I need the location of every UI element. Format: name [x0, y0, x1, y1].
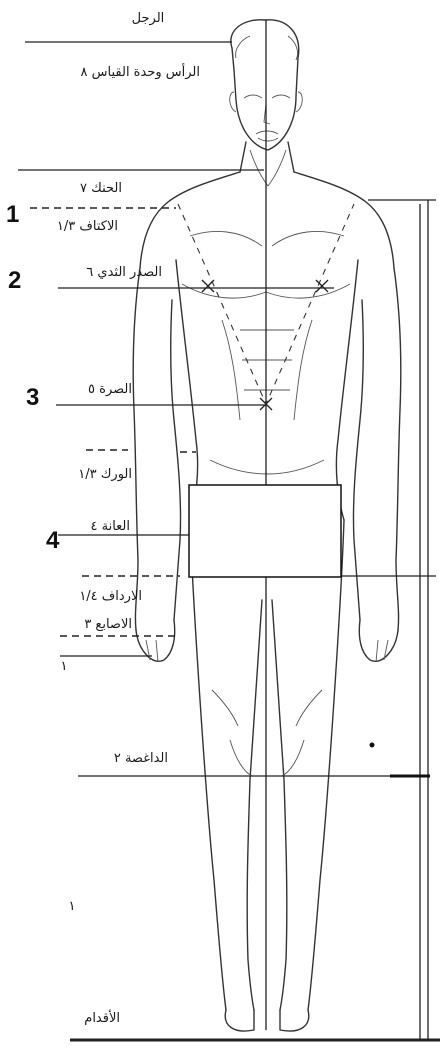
level-lines [18, 42, 390, 776]
label-pubis: العانة ٤ [90, 519, 130, 534]
label-feet: الأقدام [84, 1009, 120, 1026]
label-chin: الحنك ٧ [80, 181, 122, 196]
label-chest: الصدر الثدي ٦ [86, 265, 162, 280]
measurement-labels: الرجل الرأس وحدة القياس ٨ الحنك ٧ الاكتا… [57, 11, 200, 1026]
label-one-lower: ١ [69, 899, 76, 914]
numbered-markers: 1 2 3 4 [6, 201, 60, 554]
label-buttocks: الارداف ١/٤ [79, 589, 142, 604]
marker-4: 4 [46, 527, 60, 554]
label-fingers: الاصابع ٣ [84, 617, 132, 632]
label-navel: الصرة ٥ [88, 382, 132, 397]
chest-marks [202, 280, 328, 410]
label-one: ١ [61, 659, 68, 674]
label-head: الرأس وحدة القياس ٨ [81, 63, 200, 80]
label-hip: الورك ١/٣ [78, 467, 132, 482]
label-man: الرجل [132, 11, 165, 26]
marker-3: 3 [26, 384, 39, 411]
label-knee: الداغصة ٢ [114, 751, 168, 766]
marker-2: 2 [8, 267, 21, 294]
label-shoulders: الاكتاف ١/٣ [57, 219, 118, 234]
marker-1: 1 [6, 201, 19, 228]
censor-box [189, 485, 341, 577]
reference-dot [370, 743, 375, 748]
